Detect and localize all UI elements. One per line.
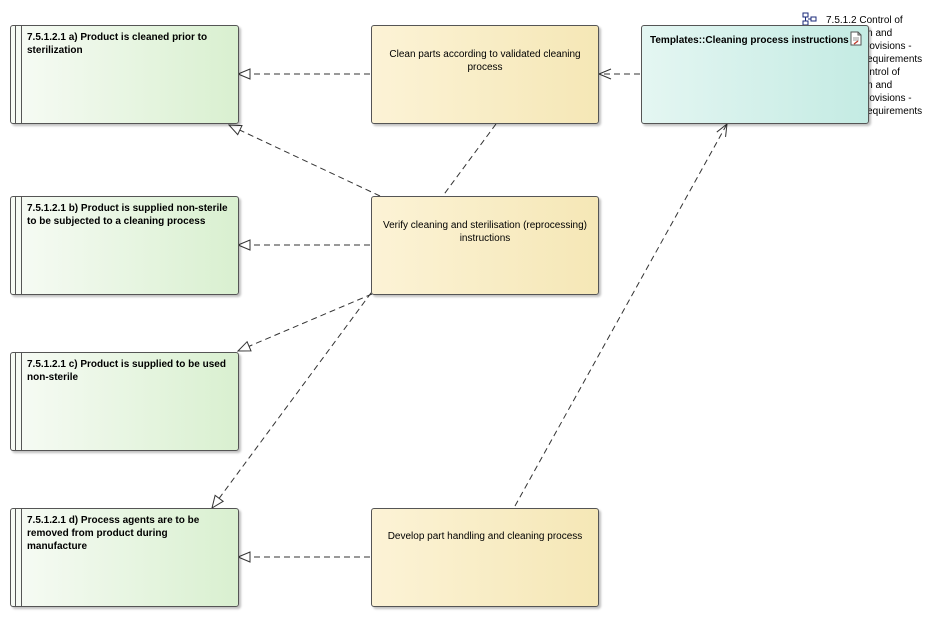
- package-icon: [802, 12, 817, 26]
- requirement-c-label: 7.5.1.2.1 c) Product is supplied to be u…: [27, 359, 226, 383]
- activity-develop[interactable]: Develop part handling and cleaning proce…: [371, 508, 599, 607]
- requirement-a[interactable]: 7.5.1.2.1 a) Product is cleaned prior to…: [10, 25, 239, 124]
- template-label: Templates::Cleaning process instructions: [650, 35, 849, 46]
- requirement-d-label: 7.5.1.2.1 d) Process agents are to be re…: [27, 515, 200, 552]
- connector-clean-to-req-d[interactable]: [212, 123, 497, 508]
- connector-develop-to-template[interactable]: [514, 124, 727, 507]
- requirement-c[interactable]: 7.5.1.2.1 c) Product is supplied to be u…: [10, 352, 239, 451]
- activity-clean-parts-label: Clean parts according to validated clean…: [389, 49, 581, 73]
- requirement-a-label: 7.5.1.2.1 a) Product is cleaned prior to…: [27, 32, 208, 56]
- connector-verify-to-req-c[interactable]: [238, 293, 373, 351]
- activity-verify-label: Verify cleaning and sterilisation (repro…: [383, 220, 587, 244]
- requirement-d[interactable]: 7.5.1.2.1 d) Process agents are to be re…: [10, 508, 239, 607]
- requirement-b[interactable]: 7.5.1.2.1 b) Product is supplied non-ste…: [10, 196, 239, 295]
- activity-verify[interactable]: Verify cleaning and sterilisation (repro…: [371, 196, 599, 295]
- template-cleaning-instructions[interactable]: Templates::Cleaning process instructions: [641, 25, 869, 124]
- connector-verify-to-req-a[interactable]: [229, 125, 381, 197]
- requirement-b-label: 7.5.1.2.1 b) Product is supplied non-ste…: [27, 203, 228, 227]
- activity-develop-label: Develop part handling and cleaning proce…: [387, 531, 583, 542]
- activity-clean-parts[interactable]: Clean parts according to validated clean…: [371, 25, 599, 124]
- document-icon: [850, 31, 862, 46]
